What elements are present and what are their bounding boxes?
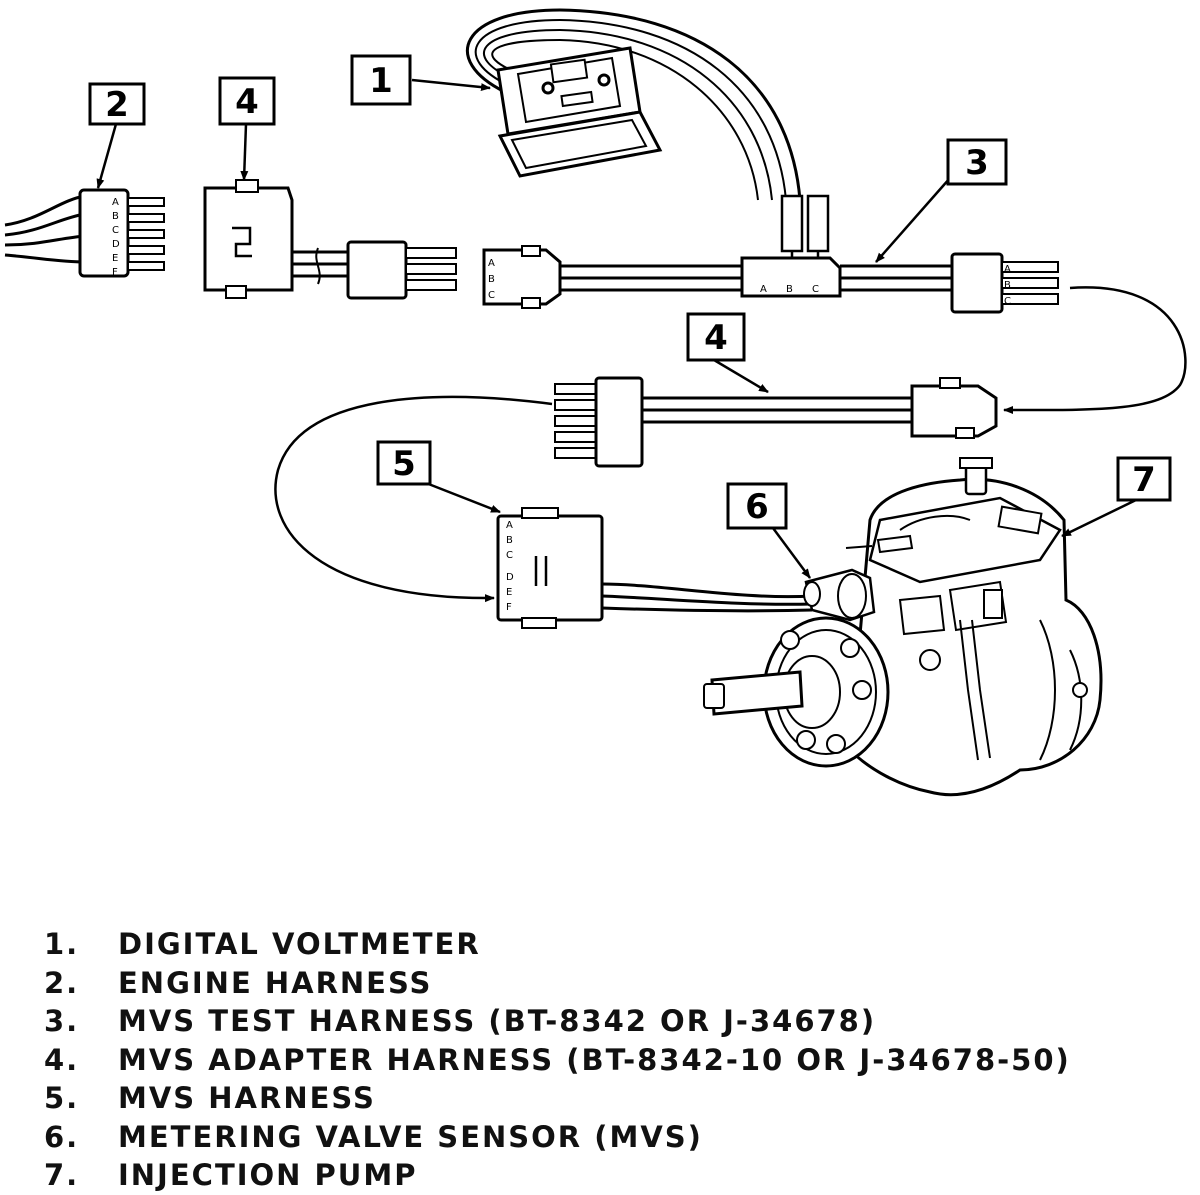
svg-text:A: A: [112, 197, 119, 208]
svg-text:A: A: [506, 520, 513, 531]
callout-3: 3: [946, 138, 1008, 186]
svg-text:5: 5: [392, 444, 416, 484]
svg-text:B: B: [488, 274, 495, 285]
legend-number: 5.: [44, 1081, 80, 1116]
svg-text:E: E: [506, 587, 512, 598]
svg-text:C: C: [506, 550, 513, 561]
digital-voltmeter: [465, 8, 802, 201]
pin-labels: A B C D E F A B C A B C A B C A B C D E …: [112, 197, 1011, 613]
injection-pump: [703, 457, 1103, 797]
svg-text:B: B: [506, 535, 513, 546]
svg-text:1: 1: [369, 61, 393, 101]
callout-1: 1: [350, 54, 412, 106]
svg-text:D: D: [506, 572, 514, 583]
legend-item: 5. MVS HARNESS: [44, 1079, 1194, 1118]
callout-4-upper: 4: [218, 76, 276, 126]
legend-item: 3. MVS TEST HARNESS (BT-8342 OR J-34678): [44, 1002, 1194, 1041]
svg-text:B: B: [1004, 280, 1011, 291]
legend-number: 2.: [44, 965, 80, 1000]
callout-5: 5: [376, 440, 432, 486]
mvs-test-harness: [482, 245, 1059, 314]
svg-text:A: A: [488, 258, 495, 269]
legend-text: ENGINE HARNESS: [118, 965, 433, 1000]
svg-text:A: A: [1004, 264, 1011, 275]
legend-item: 4. MVS ADAPTER HARNESS (BT-8342-10 OR J-3…: [44, 1041, 1194, 1080]
svg-text:3: 3: [965, 143, 989, 183]
legend-number: 3.: [44, 1004, 80, 1039]
legend-item: 6. METERING VALVE SENSOR (MVS): [44, 1118, 1194, 1157]
legend-number: 6.: [44, 1119, 80, 1154]
svg-text:4: 4: [235, 82, 259, 122]
metering-valve-sensor: [803, 568, 876, 622]
legend-item: 1. DIGITAL VOLTMETER: [44, 925, 1194, 964]
svg-text:B: B: [112, 211, 119, 222]
legend-item: 7. INJECTION PUMP: [44, 1156, 1194, 1195]
legend-number: 1.: [44, 927, 80, 962]
wiring-diagram: 1 2 4 3 4 5 6 7 A B C D E F A B C A B: [4, 8, 1187, 797]
svg-text:C: C: [112, 225, 119, 236]
callout-4-middle: 4: [686, 312, 746, 362]
svg-text:E: E: [112, 253, 118, 264]
legend: 1. DIGITAL VOLTMETER 2. ENGINE HARNESS 3. M…: [44, 925, 1194, 1195]
legend-text: METERING VALVE SENSOR (MVS): [118, 1119, 703, 1154]
legend-number: 7.: [44, 1158, 80, 1193]
svg-text:D: D: [112, 239, 120, 250]
mvs-harness-connector: [496, 507, 813, 629]
mvs-adapter-harness: [554, 376, 998, 468]
callout-leaders: [96, 78, 1137, 579]
svg-text:4: 4: [704, 318, 728, 358]
callout-6: 6: [726, 482, 788, 530]
svg-text:B: B: [786, 284, 793, 295]
svg-text:C: C: [488, 290, 495, 301]
svg-text:A: A: [760, 284, 767, 295]
callout-7: 7: [1116, 456, 1172, 502]
adapter-harness-engine-side: [203, 179, 457, 300]
svg-text:7: 7: [1132, 460, 1156, 500]
svg-text:F: F: [112, 267, 118, 278]
svg-text:C: C: [812, 284, 819, 295]
legend-number: 4.: [44, 1042, 80, 1077]
svg-text:2: 2: [105, 85, 129, 125]
routing-arrows: [274, 286, 1187, 603]
legend-text: MVS HARNESS: [118, 1081, 376, 1116]
legend-text: MVS ADAPTER HARNESS (BT-8342-10 OR J-346…: [118, 1042, 1071, 1077]
legend-item: 2. ENGINE HARNESS: [44, 964, 1194, 1003]
legend-text: INJECTION PUMP: [118, 1158, 418, 1193]
svg-text:C: C: [1004, 296, 1011, 307]
svg-text:F: F: [506, 602, 512, 613]
callout-2: 2: [88, 82, 146, 126]
legend-text: MVS TEST HARNESS (BT-8342 OR J-34678): [118, 1004, 877, 1039]
svg-text:6: 6: [745, 487, 769, 527]
legend-text: DIGITAL VOLTMETER: [118, 927, 481, 962]
engine-harness-connector: [4, 188, 165, 278]
